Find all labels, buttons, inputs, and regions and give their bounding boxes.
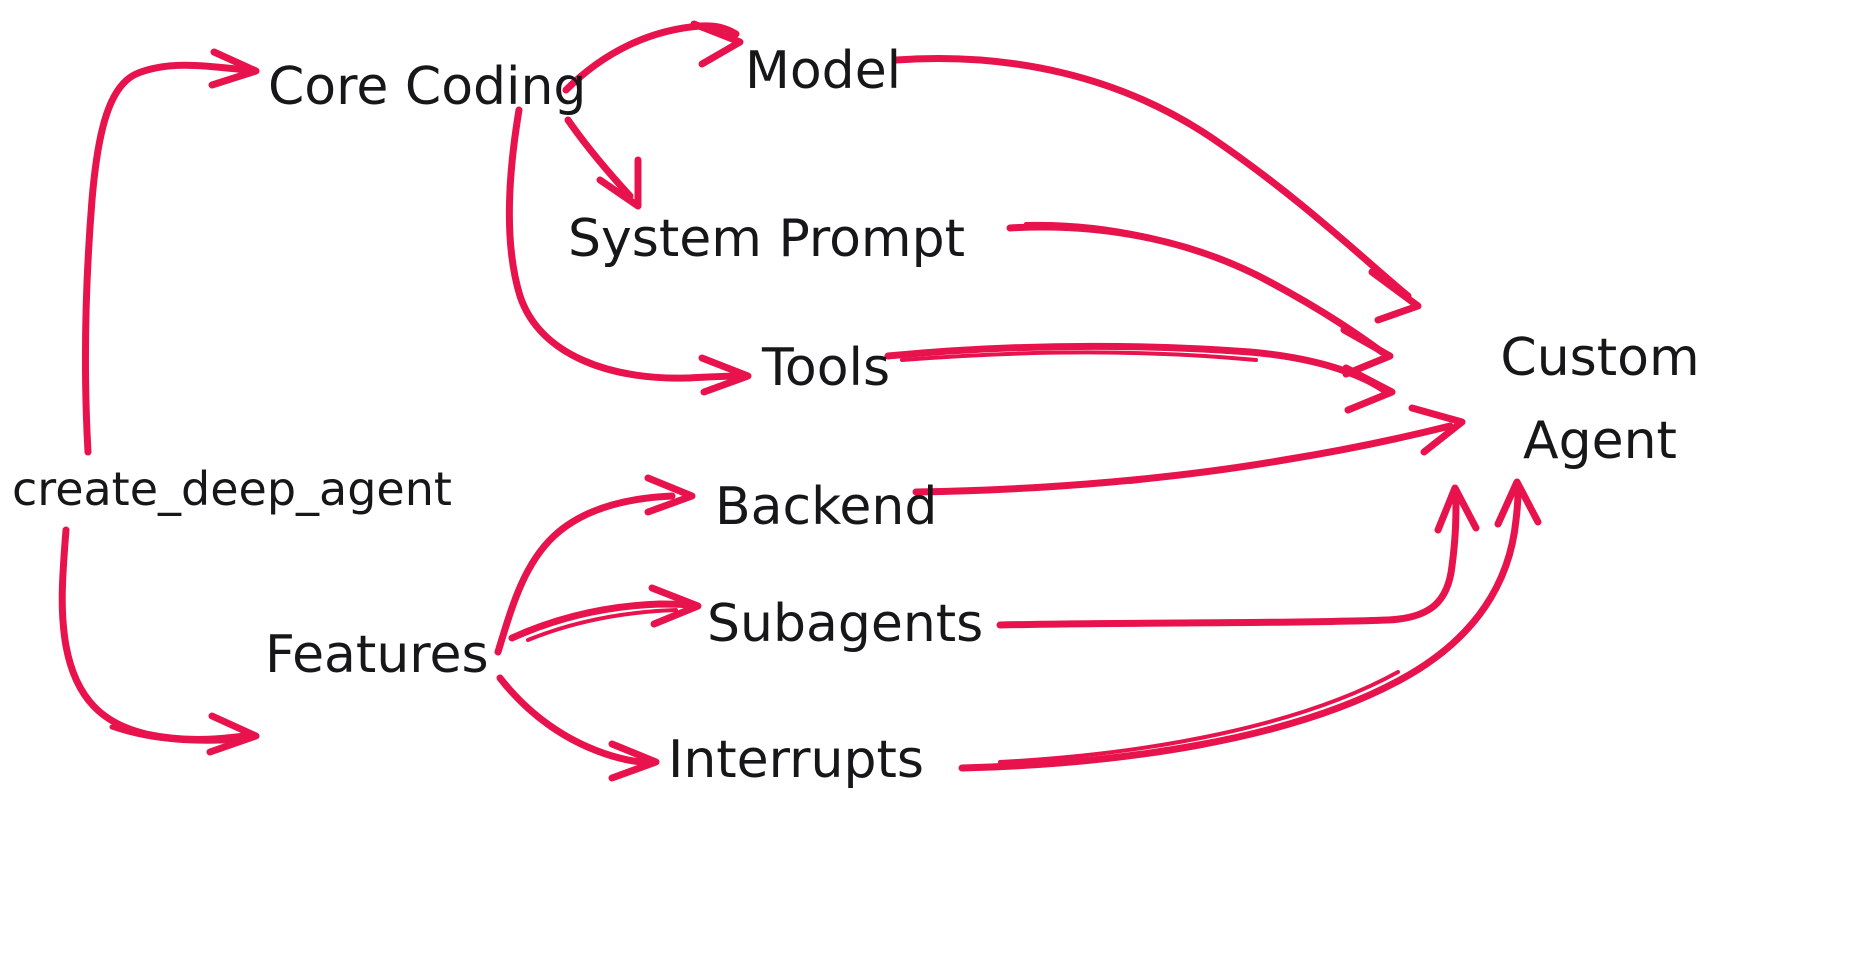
edge-backend-to-custom-agent — [912, 404, 1466, 496]
edge-path — [958, 486, 1522, 772]
edge-path — [81, 61, 250, 456]
edge-path — [494, 492, 676, 656]
node-label-subagents: Subagents — [707, 594, 983, 654]
node-label-tools: Tools — [761, 338, 890, 398]
edge-path — [912, 422, 1454, 496]
arrowhead — [208, 48, 260, 89]
edge-subagents-to-custom-agent — [996, 484, 1480, 629]
edge-core-coding-to-system-prompt — [564, 116, 642, 210]
edge-path-sketch-overlap — [998, 670, 1400, 764]
node-label-interrupts: Interrupts — [668, 730, 924, 790]
edge-path — [892, 55, 1412, 300]
node-label-core-coding: Core Coding — [268, 57, 586, 117]
node-label-backend: Backend — [715, 477, 937, 537]
node-label-custom-agent-line2: Agent — [1523, 411, 1677, 471]
arrowhead — [690, 20, 744, 68]
arrowhead — [206, 712, 260, 756]
edge-path — [496, 674, 648, 766]
arrowhead — [1342, 364, 1396, 414]
edge-tools-to-custom-agent — [884, 342, 1396, 414]
node-label-system-prompt: System Prompt — [568, 209, 965, 269]
edge-path-sketch-overlap — [1128, 426, 1446, 484]
edge-create-deep-agent-to-features — [58, 526, 260, 756]
edge-path — [508, 600, 692, 642]
edge-path — [505, 106, 744, 382]
edge-core-coding-to-tools — [505, 106, 752, 396]
edge-features-to-subagents — [508, 584, 702, 642]
arrowhead — [648, 584, 702, 628]
edge-interrupts-to-custom-agent — [958, 478, 1542, 772]
arrowhead — [1494, 478, 1542, 528]
edge-path — [58, 526, 248, 743]
arrowhead — [1434, 484, 1480, 534]
edge-core-coding-to-model — [562, 20, 744, 94]
edge-create-deep-agent-to-core-coding — [81, 48, 260, 456]
arrowhead — [1408, 404, 1466, 456]
edge-features-to-backend — [494, 474, 696, 656]
arrowhead — [1340, 326, 1394, 378]
node-label-features: Features — [265, 625, 489, 685]
edge-path-sketch-overlap — [1024, 221, 1280, 290]
arrowhead — [1368, 268, 1422, 324]
edge-path — [1006, 223, 1386, 356]
edge-path — [996, 494, 1460, 629]
node-label-custom-agent-line1: Custom — [1500, 328, 1699, 388]
edge-path — [564, 116, 634, 200]
arrowhead — [608, 740, 660, 782]
edge-system-prompt-to-custom-agent — [1006, 221, 1394, 378]
edge-path — [562, 22, 740, 94]
edge-path-sketch-overlap — [526, 608, 678, 642]
edge-model-to-custom-agent — [892, 55, 1422, 324]
node-label-model: Model — [745, 41, 901, 101]
arrowhead — [644, 474, 696, 516]
edge-path-sketch-overlap — [900, 350, 1258, 362]
arrowhead — [698, 354, 752, 396]
node-label-create-deep-agent: create_deep_agent — [12, 462, 452, 516]
edge-path-sketch-overlap — [109, 724, 245, 744]
edge-features-to-interrupts — [496, 674, 660, 782]
arrowhead — [596, 156, 642, 210]
